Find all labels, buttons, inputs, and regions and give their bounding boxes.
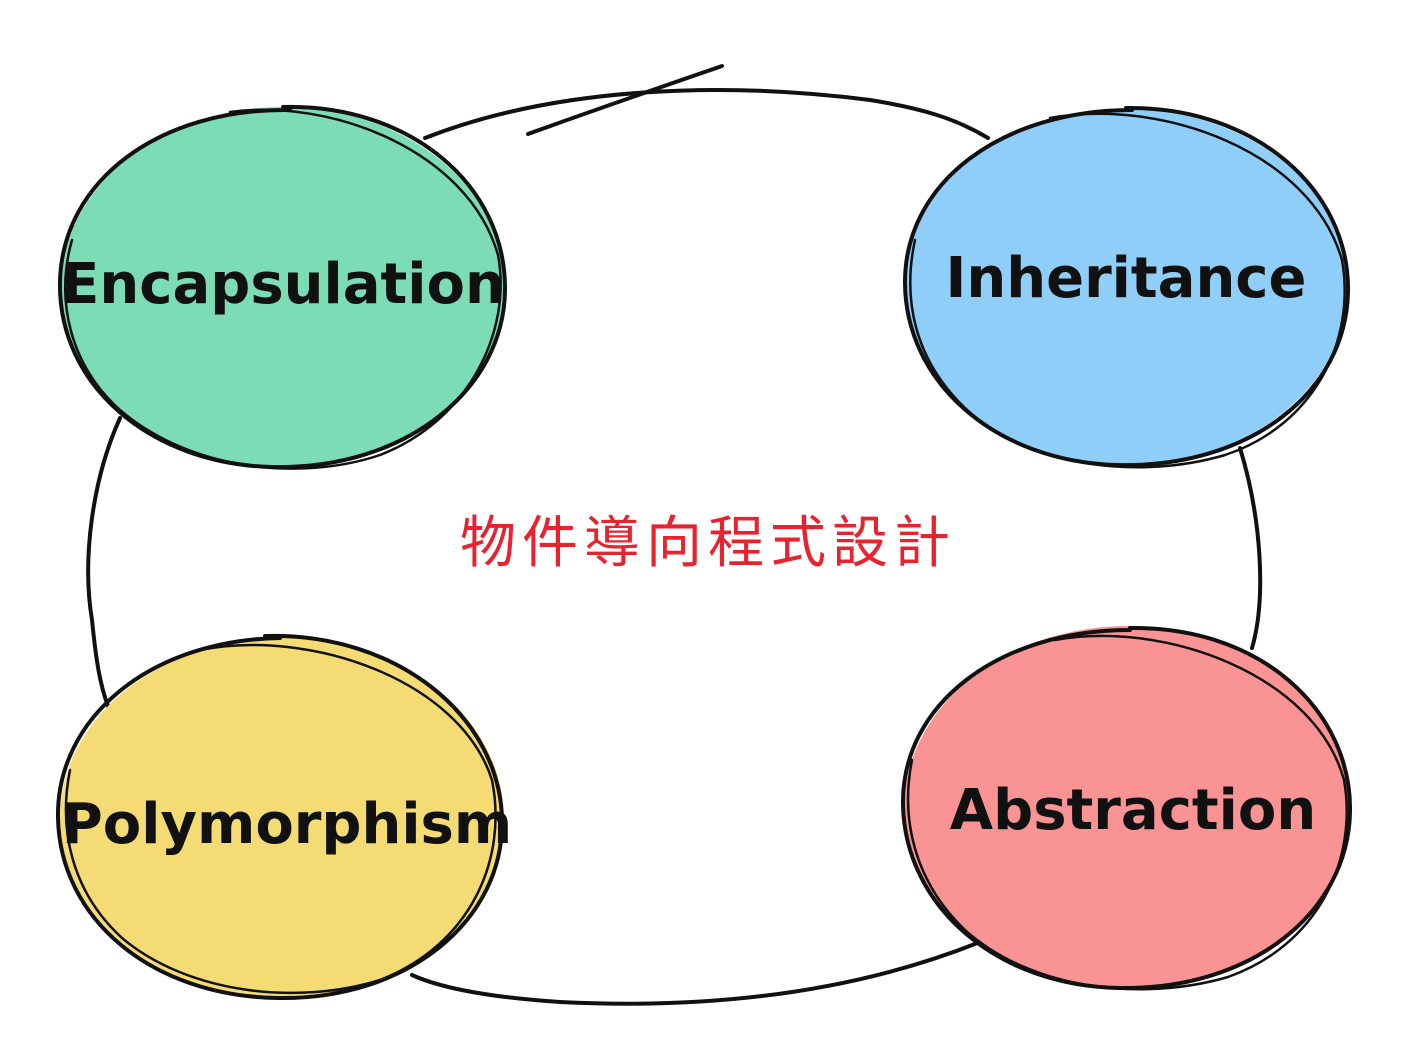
inheritance-circle <box>904 109 1348 465</box>
inheritance-label: Inheritance <box>946 246 1307 311</box>
node-encapsulation: Encapsulation <box>57 104 508 470</box>
encapsulation-circle <box>61 107 505 467</box>
node-abstraction: Abstraction <box>900 625 1353 991</box>
abstraction-circle <box>904 626 1352 990</box>
polymorphism-label: Polymorphism <box>62 792 513 857</box>
node-inheritance: Inheritance <box>903 105 1351 469</box>
abstraction-label: Abstraction <box>950 778 1316 843</box>
center-title: 物件導向程式設計 <box>460 511 956 576</box>
polymorphism-circle <box>60 638 504 998</box>
node-polymorphism: Polymorphism <box>55 633 513 1001</box>
central-loop <box>86 64 1263 1006</box>
encapsulation-label: Encapsulation <box>61 252 505 317</box>
